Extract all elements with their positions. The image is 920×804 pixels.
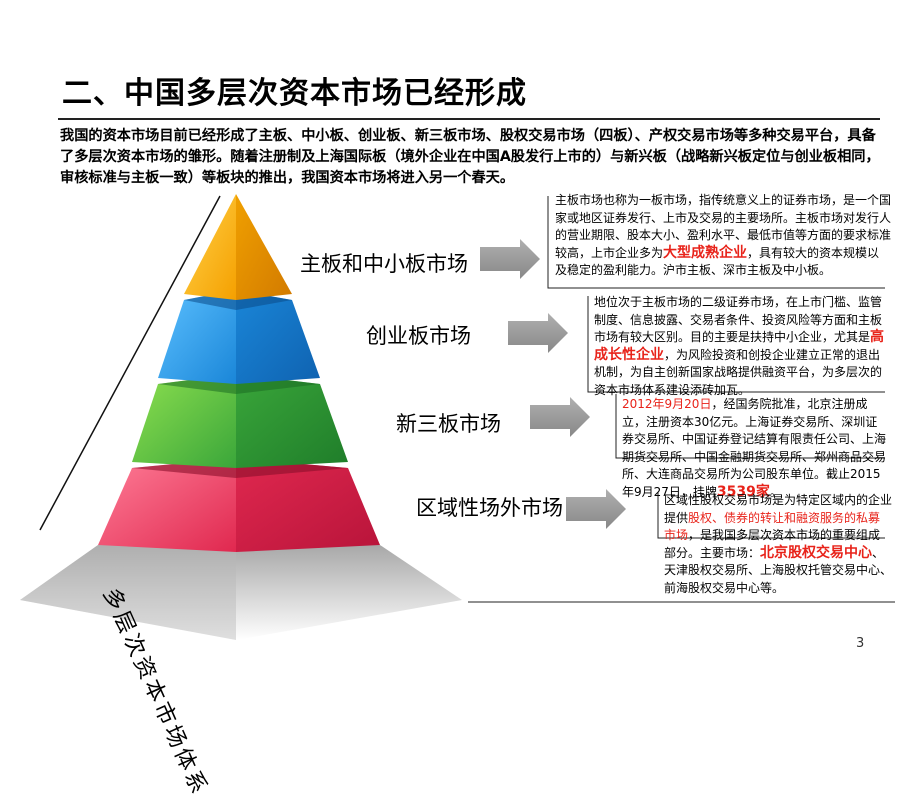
- tier-4-highlight-2: 北京股权交易中心: [760, 544, 873, 561]
- axis-line: [39, 195, 221, 531]
- title-divider: [58, 118, 880, 120]
- tier-4-description: 区域性股权交易市场是为特定区域内的企业提供股权、债券的转让和融资服务的私募市场，…: [664, 493, 893, 595]
- arrow-tier-1: [480, 239, 540, 279]
- tier-1-label: 主板和中小板市场: [300, 252, 468, 276]
- tier-3-description: 2012年9月20日，经国务院批准，北京注册成立，注册资本30亿元。上海证券交易…: [622, 397, 887, 500]
- arrow-tier-3: [530, 397, 590, 437]
- tier-3-label: 新三板市场: [396, 412, 501, 436]
- arrow-tier-4: [566, 489, 626, 529]
- tier-4-highlight: 股权、债券的转让和融资服务的私募市场: [664, 510, 881, 543]
- tier-4-label: 区域性场外市场: [416, 496, 563, 520]
- pyramid-base: [20, 530, 462, 640]
- tier-3-highlight: 3539家: [716, 483, 770, 500]
- tier-2-description: 地位次于主板市场的二级证券市场，在上市门槛、监管制度、信息披露、交易者条件、投资…: [594, 295, 885, 397]
- intro-paragraph: 我国的资本市场目前已经形成了主板、中小板、创业板、新三板市场、股权交易市场（四板…: [60, 128, 880, 186]
- bracket-lines: [468, 196, 895, 603]
- tier-2-label: 创业板市场: [366, 324, 471, 348]
- tier-3-date: 2012年9月20日: [622, 397, 712, 411]
- page-title: 二、中国多层次资本市场已经形成: [62, 76, 527, 111]
- page-number: 3: [856, 636, 865, 651]
- arrow-tier-2: [508, 313, 568, 353]
- tier-2-highlight: 高成长性企业: [594, 329, 885, 363]
- tier-2-block: [158, 290, 320, 384]
- pyramid-diagram: [20, 194, 895, 640]
- tier-1-description: 主板市场也称为一板市场，指传统意义上的证券市场，是一个国家或地区证券发行、上市及…: [555, 193, 892, 278]
- tier-3-block: [132, 374, 348, 468]
- tier-1-highlight: 大型成熟企业: [663, 244, 748, 261]
- tier-4-block: [98, 458, 380, 552]
- tier-1-block: [184, 194, 292, 300]
